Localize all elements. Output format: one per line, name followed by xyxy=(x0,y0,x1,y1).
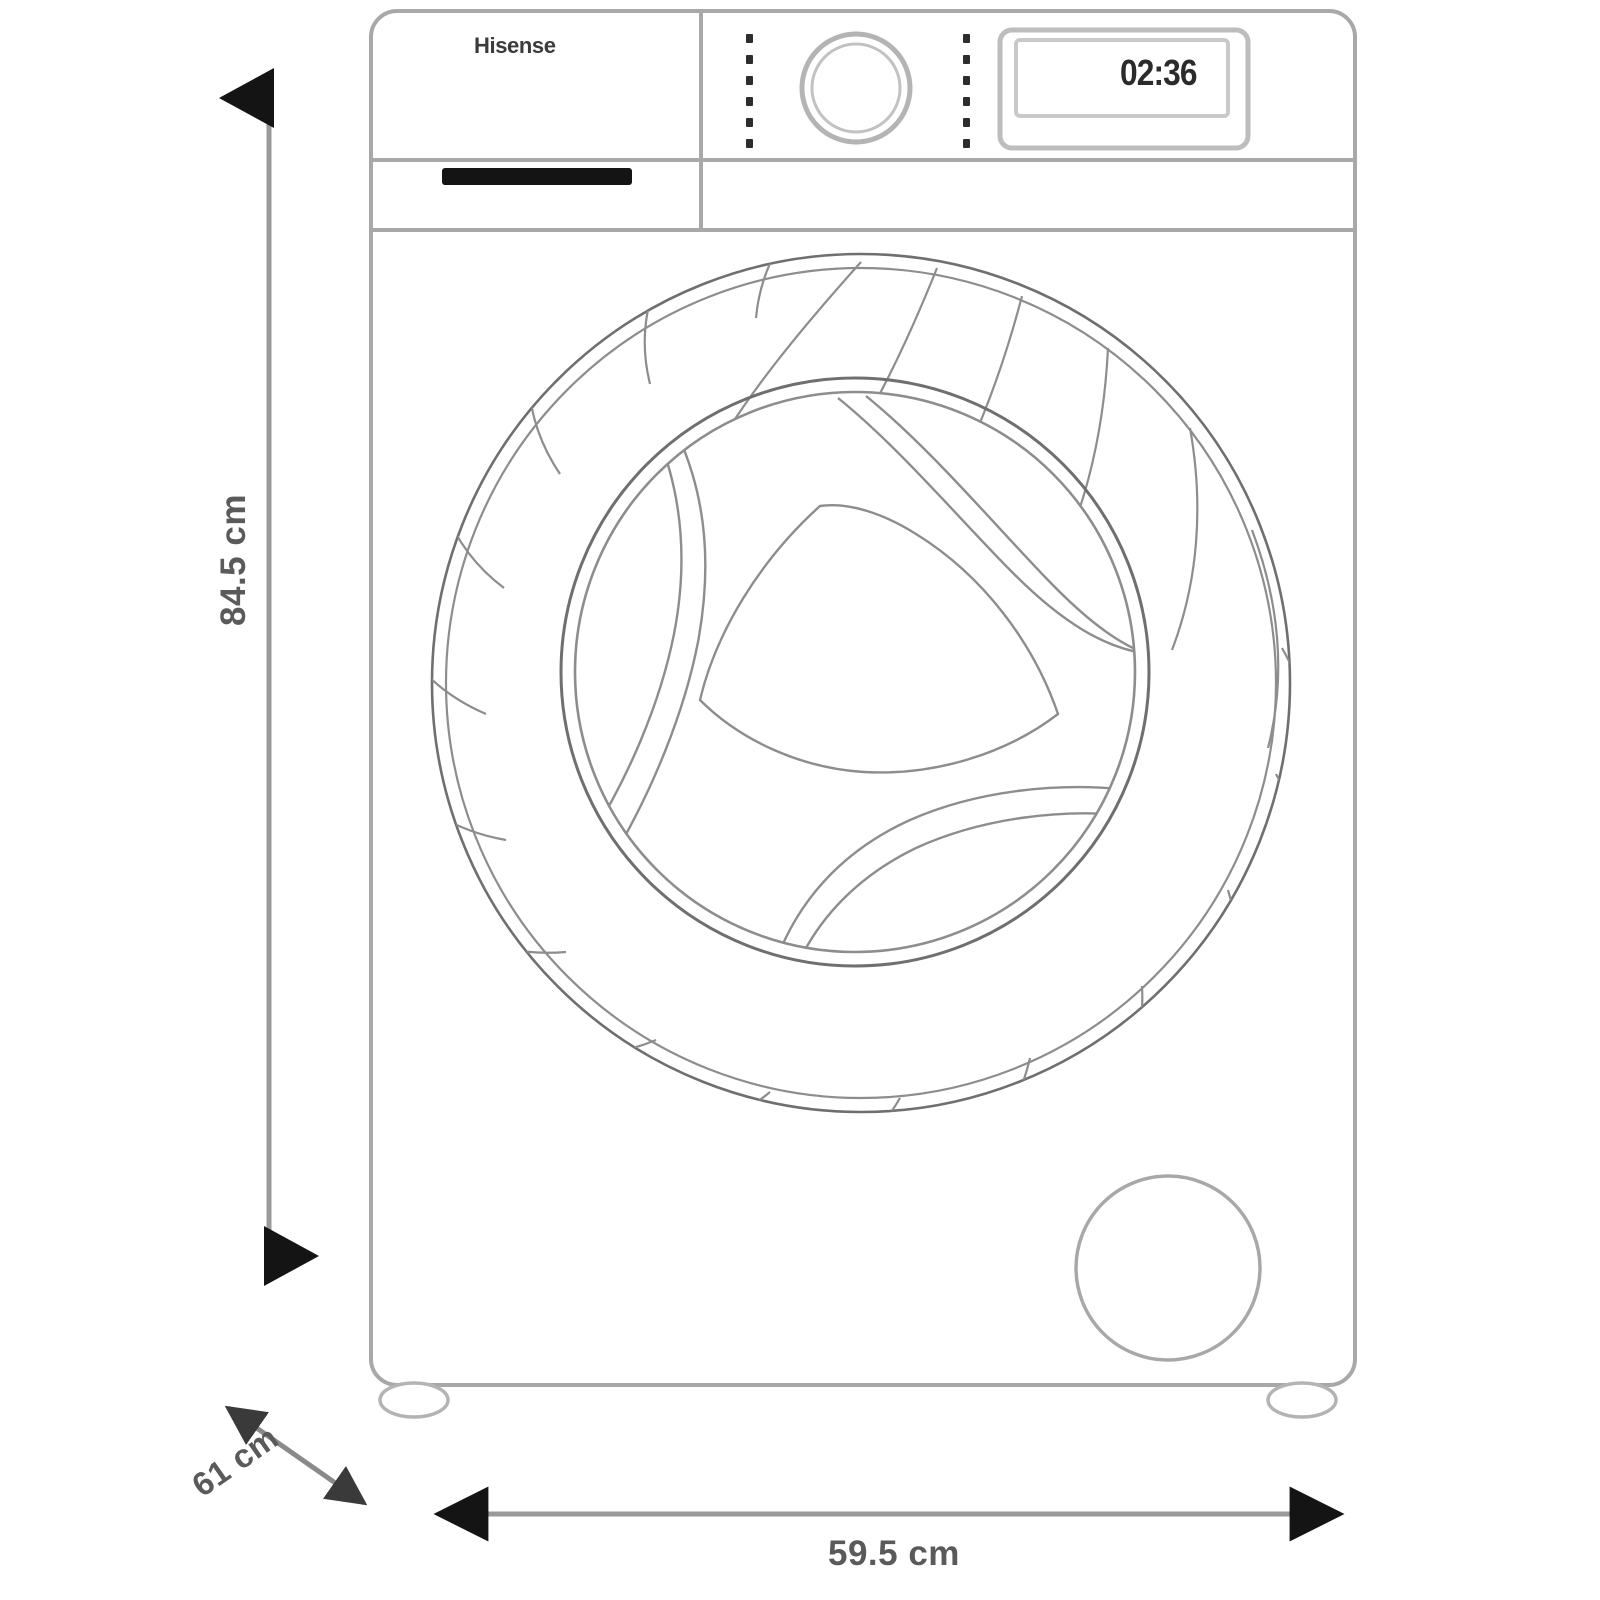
control-panel xyxy=(371,11,1355,232)
drum-door[interactable] xyxy=(358,174,1323,1206)
display-panel xyxy=(997,27,1251,151)
indicator-dots-right xyxy=(963,34,970,148)
depth-dimension-arrow xyxy=(224,1405,368,1506)
drain-filter-cap[interactable] xyxy=(1074,1174,1262,1362)
drum-inner-swirl xyxy=(588,395,1135,952)
height-dimension-label: 84.5 cm xyxy=(213,494,253,626)
detergent-drawer-handle[interactable] xyxy=(442,168,632,185)
program-selector-knob[interactable] xyxy=(799,31,913,145)
display-time-readout: 02:36 xyxy=(1120,52,1198,93)
brand-logo: Hisense xyxy=(474,33,556,58)
indicator-dots-left xyxy=(746,34,753,148)
machine-feet xyxy=(378,1381,1338,1419)
width-dimension-label: 59.5 cm xyxy=(828,1534,960,1573)
